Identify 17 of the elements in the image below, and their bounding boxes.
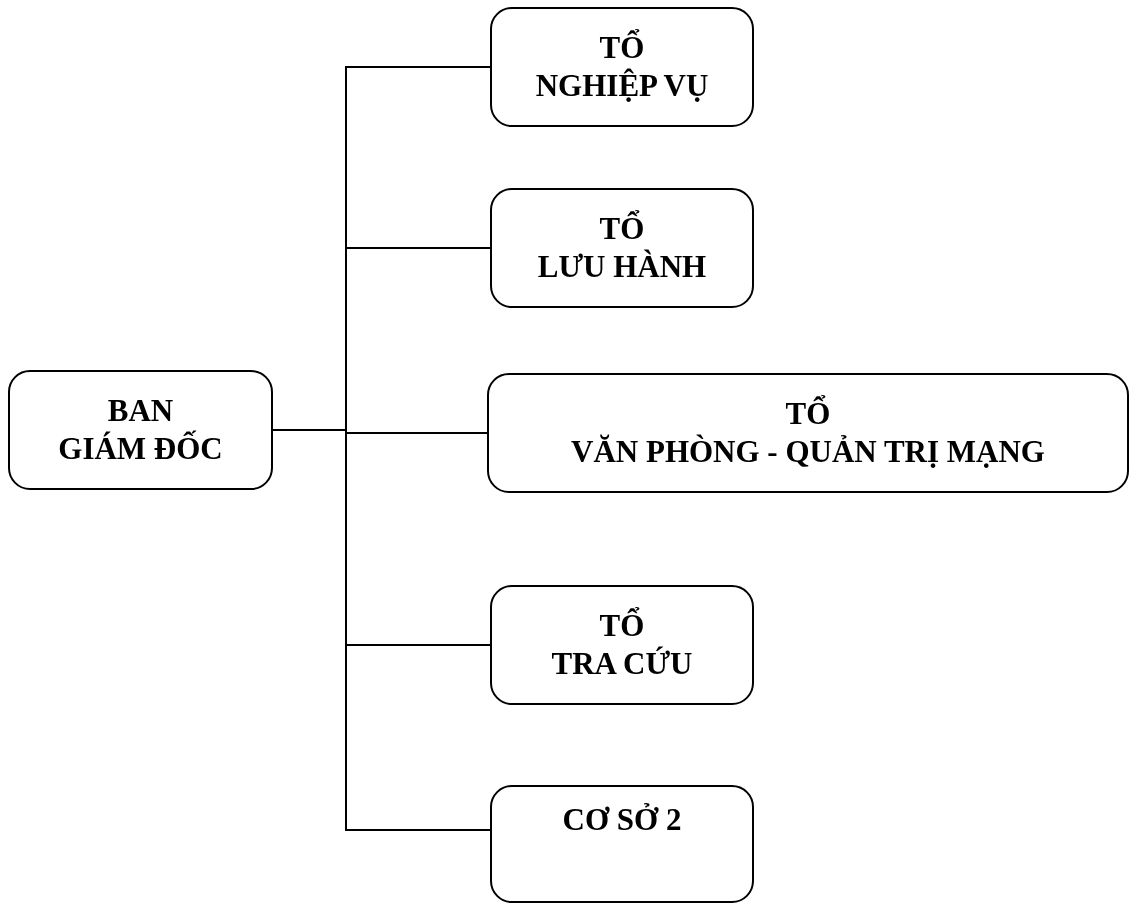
unit-name: BAN [107, 392, 174, 430]
org-unit-box [490, 785, 754, 903]
unit-name: TỔ [599, 607, 645, 645]
unit-name: TỔ [599, 210, 645, 248]
unit-name: TỔ [785, 395, 831, 433]
unit-name: CƠ SỞ 2 [562, 801, 682, 839]
unit-name: LƯU HÀNH [537, 248, 707, 286]
unit-name: VĂN PHÒNG - QUẢN TRỊ MẠNG [571, 433, 1045, 471]
org-unit-box [487, 373, 1129, 493]
unit-name: TỔ [599, 29, 645, 67]
org-unit-box [8, 370, 273, 490]
org-unit-box [490, 188, 754, 308]
org-unit-box [490, 7, 754, 127]
unit-name: GIÁM ĐỐC [58, 430, 223, 468]
unit-name: TRA CỨU [551, 645, 693, 683]
org-unit-box [490, 585, 754, 705]
unit-name: NGHIỆP VỤ [535, 67, 709, 105]
